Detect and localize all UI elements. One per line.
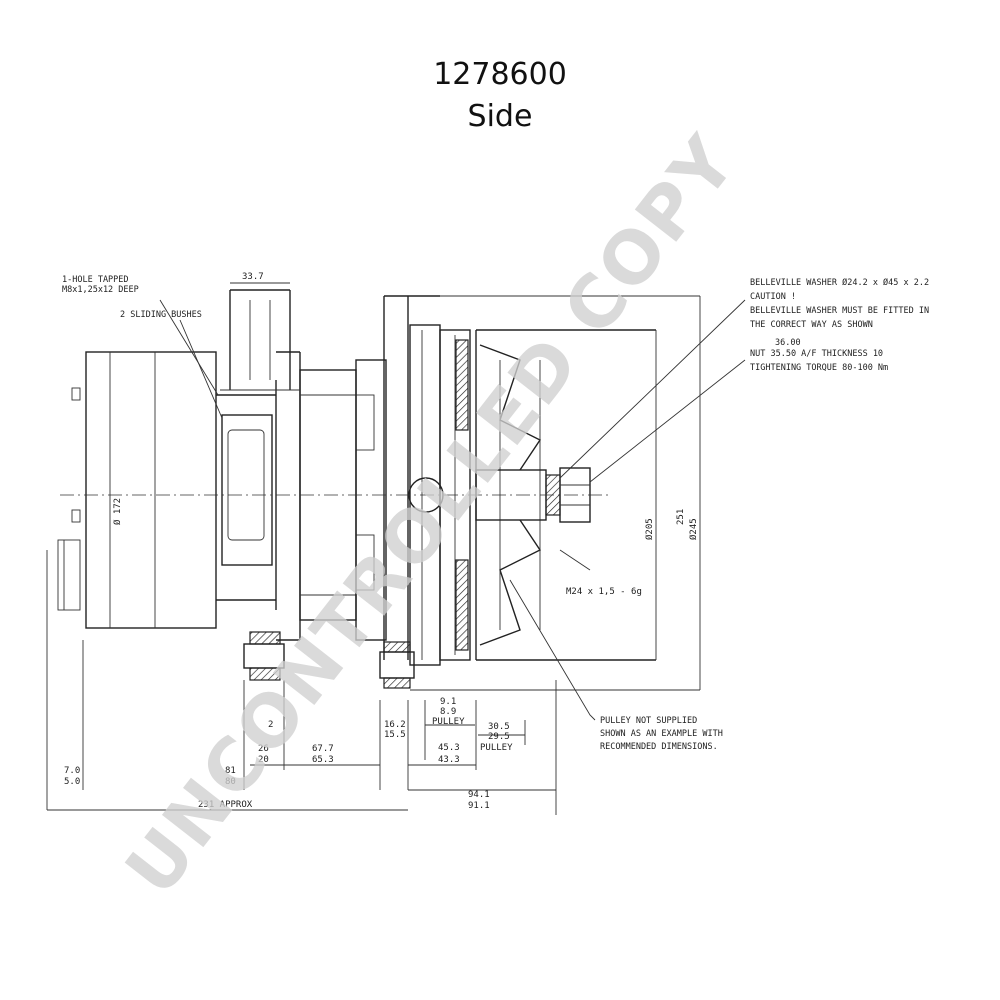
dim-251: 251 xyxy=(676,509,686,525)
note-washer-2: CAUTION ! xyxy=(750,292,796,302)
dim-pulley-a: PULLEY xyxy=(432,717,465,727)
note-hole-tapped-2: M8x1,25x12 DEEP xyxy=(62,285,139,295)
dim-16-2: 16.2 xyxy=(384,720,406,730)
note-washer-1: BELLEVILLE WASHER Ø24.2 x Ø45 x 2.2 xyxy=(750,277,929,288)
dim-91-1: 91.1 xyxy=(468,801,490,811)
view-title: Side xyxy=(467,99,533,134)
note-pulley-3: RECOMMENDED DIMENSIONS. xyxy=(600,742,718,752)
note-nut-2: NUT 35.50 A/F THICKNESS 10 xyxy=(750,349,883,359)
note-washer-4: THE CORRECT WAY AS SHOWN xyxy=(750,320,873,330)
note-pulley-1: PULLEY NOT SUPPLIED xyxy=(600,716,697,726)
dim-33-7: 33.7 xyxy=(242,272,264,282)
part-number-title: 1278600 xyxy=(433,57,567,92)
note-sliding-bushes: 2 SLIDING BUSHES xyxy=(120,310,202,320)
terminal-details xyxy=(46,387,81,810)
note-torque: TIGHTENING TORQUE 80-100 Nm xyxy=(750,363,888,373)
note-hole-tapped-1: 1-HOLE TAPPED xyxy=(62,275,129,285)
dim-67-7: 67.7 xyxy=(312,744,334,754)
dim-5-0: 5.0 xyxy=(64,777,80,787)
pulley xyxy=(475,329,656,661)
dim-65-3: 65.3 xyxy=(312,755,334,765)
leader-lines xyxy=(159,299,746,721)
dim-15-5: 15.5 xyxy=(384,730,406,740)
sliding-bushes xyxy=(243,631,415,689)
dim-9-1: 9.1 xyxy=(440,697,456,707)
dim-7-0: 7.0 xyxy=(64,766,80,776)
note-pulley-2: SHOWN AS AN EXAMPLE WITH xyxy=(600,729,723,739)
dim-94-1: 94.1 xyxy=(468,790,490,800)
dimension-lines xyxy=(47,282,701,815)
dim-29-5: 29.5 xyxy=(488,732,510,742)
mounting-lug-top xyxy=(220,289,300,391)
dim-8-9: 8.9 xyxy=(440,707,456,717)
dim-dia-172: Ø 172 xyxy=(112,498,123,525)
dim-26: 26 xyxy=(258,744,269,754)
note-thread: M24 x 1,5 - 6g xyxy=(566,587,642,597)
dim-20: 20 xyxy=(258,755,269,765)
dim-2: 2 xyxy=(268,720,273,730)
dim-dia-245: Ø245 xyxy=(688,518,699,540)
dim-43-3: 43.3 xyxy=(438,755,460,765)
dim-30-5: 30.5 xyxy=(488,722,510,732)
note-nut-1: 36.00 xyxy=(775,338,801,348)
dim-pulley-b: PULLEY xyxy=(480,743,513,753)
dim-231-approx: 231 APPROX xyxy=(198,800,253,810)
dim-dia-205: Ø205 xyxy=(644,518,655,540)
dim-80: 80 xyxy=(225,777,236,787)
note-washer-3: BELLEVILLE WASHER MUST BE FITTED IN xyxy=(750,306,929,316)
dim-45-3: 45.3 xyxy=(438,743,460,753)
dim-81: 81 xyxy=(225,766,236,776)
